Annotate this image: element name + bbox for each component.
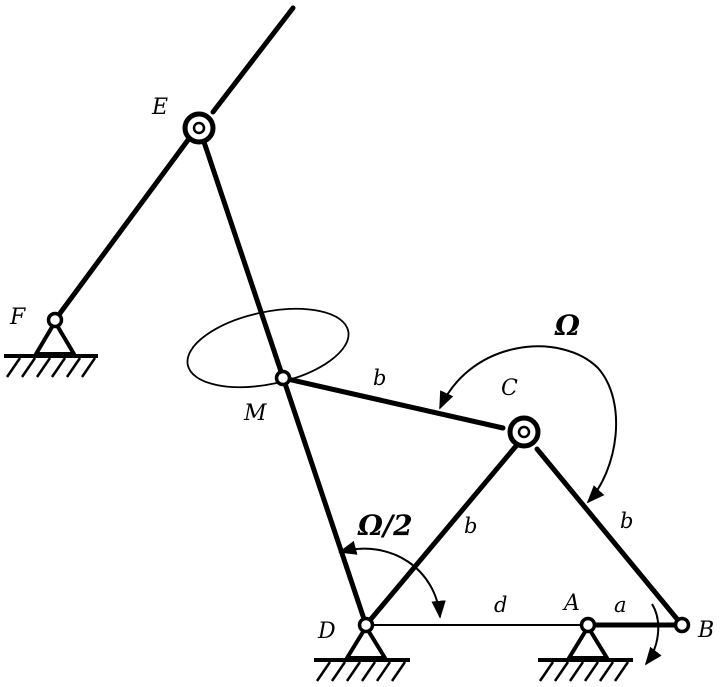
joint-a [579, 616, 597, 634]
joint-b [673, 616, 691, 634]
half-omega-arc [338, 540, 446, 619]
omega-arc [439, 345, 618, 504]
label-point-e: E [151, 95, 168, 120]
label-point-f: F [9, 305, 26, 330]
joint-d [357, 616, 375, 634]
label-point-m: M [243, 401, 267, 426]
label-point-d: D [317, 619, 336, 644]
label-length-da: d [494, 593, 507, 617]
ground-support-a [538, 625, 633, 682]
label-angle-half-omega: Ω/2 [357, 509, 413, 542]
label-angle-omega: Ω [554, 309, 580, 342]
label-point-c: C [501, 376, 518, 401]
joint-f [46, 311, 64, 329]
link-cb [534, 446, 685, 628]
link-e-extension [210, 5, 296, 115]
label-length-cb: b [620, 509, 633, 533]
label-length-mc: b [373, 366, 386, 390]
label-length-dc: b [464, 514, 477, 538]
joint-e [182, 111, 216, 145]
label-point-a: A [562, 591, 580, 616]
label-length-ab: a [614, 593, 627, 617]
link-mc [280, 375, 506, 431]
crank-rotation-arrow [644, 603, 662, 666]
ground-support-f [4, 320, 98, 378]
joint-m [274, 369, 292, 387]
coupler-curve [186, 307, 350, 389]
link-fe [52, 137, 191, 323]
label-point-b: B [697, 618, 714, 643]
joint-c [507, 415, 541, 449]
ground-support-d [314, 625, 410, 682]
